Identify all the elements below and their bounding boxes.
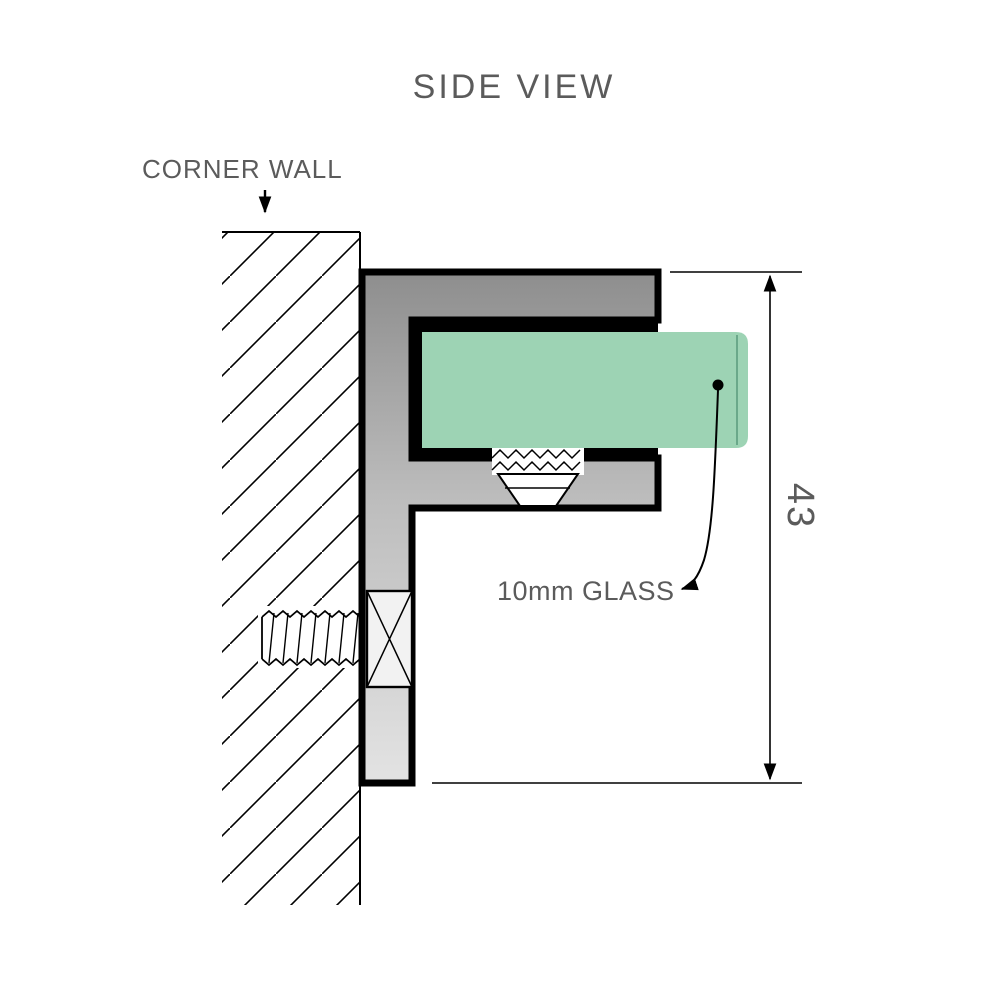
- drawing-title: SIDE VIEW: [413, 68, 616, 106]
- screw-thread-bottom-edge: [261, 657, 367, 667]
- screw-thread-top-edge: [261, 609, 367, 619]
- gasket-screw-detail: [491, 448, 584, 507]
- wall-hatching: [222, 232, 360, 905]
- screw-recess-cross: [366, 590, 413, 688]
- dimension-value: 43: [779, 483, 821, 529]
- mounting-screw-thread: [258, 606, 367, 668]
- glass-label: 10mm GLASS: [497, 576, 675, 606]
- screw-thread-helix-lines: [268, 612, 359, 664]
- gasket-cone-body: [496, 473, 580, 507]
- screw-recess: [365, 589, 414, 689]
- glass-callout: 10mm GLASS: [497, 379, 724, 606]
- glass-leader-dot: [712, 379, 724, 391]
- wall-section: [222, 231, 361, 905]
- gasket-thread-line-1: [491, 448, 581, 460]
- glass-leader-line: [680, 389, 719, 591]
- gasket-backing: [492, 448, 584, 475]
- dimension-43: 43: [432, 271, 821, 784]
- glass-panel: [422, 332, 748, 448]
- gasket-thread-line-2: [491, 460, 581, 472]
- corner-wall-label: CORNER WALL: [142, 154, 343, 184]
